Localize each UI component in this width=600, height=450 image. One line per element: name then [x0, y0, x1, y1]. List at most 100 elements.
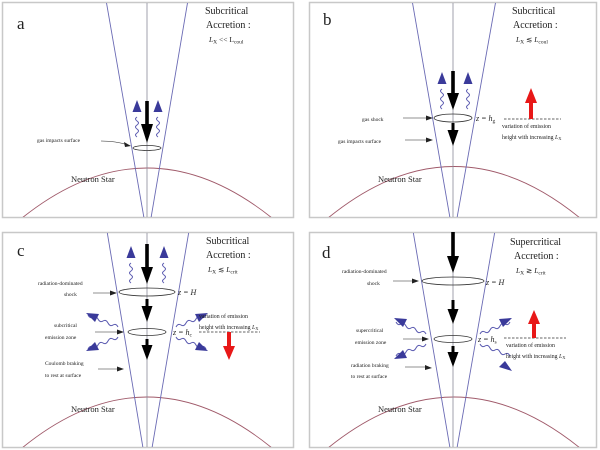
infall-arrow — [141, 101, 153, 143]
neutron-star-surface — [328, 396, 580, 447]
label-shock-line2: shock — [367, 281, 380, 287]
variation-arrow-down — [223, 332, 235, 360]
panel-d: d Supercritical Accretion : LX ≳ Lcrit r… — [308, 231, 598, 449]
emission-height-label: z = hs — [477, 335, 497, 346]
photon-side-lower-right — [479, 343, 512, 371]
pointer-arrow — [393, 278, 419, 284]
infall-arrow-top — [447, 232, 459, 273]
label-gas-shock: gas shock — [362, 117, 384, 123]
label-zone-line2: emission zone — [355, 340, 387, 346]
photon-side-upper-right — [479, 318, 512, 335]
pointer-arrow — [405, 365, 432, 370]
neutron-star-label: Neutron Star — [71, 174, 115, 184]
variation-label-line2: height with increasing LX — [506, 354, 566, 360]
panel-b: b Subcritical Accretion : LX ≲ Lcoul gas… — [308, 1, 598, 219]
label-shock-line1: radiation-dominated — [342, 269, 387, 275]
column-right-edge — [456, 233, 496, 447]
pointer-arrow — [405, 137, 433, 143]
gas-shock-ring — [433, 113, 473, 123]
label-zone-line2: emission zone — [45, 335, 77, 341]
pointer-arrow — [100, 140, 131, 147]
variation-label-line1: variation of emission — [199, 313, 248, 320]
label-brake-line2: to rest at surface — [45, 372, 82, 379]
infall-arrow-top — [141, 244, 153, 284]
label-shock-line2: shock — [64, 292, 77, 298]
pointer-arrow — [95, 329, 124, 335]
column-right-edge — [150, 3, 188, 217]
variation-arrow-up — [528, 310, 540, 338]
panel-title-line2: Accretion : — [206, 20, 251, 31]
panel-title-line1: Subcritical — [205, 6, 249, 17]
photon-left — [132, 100, 142, 138]
panel-letter: d — [322, 243, 331, 262]
variation-label-line1: variation of emission — [506, 342, 555, 349]
shock-height-label: z = H — [485, 278, 506, 287]
photon-right — [463, 72, 473, 110]
label-shock-line1: radiation-dominated — [38, 281, 83, 287]
column-left-edge — [106, 233, 144, 447]
photon-side-upper-left — [86, 313, 119, 328]
photon-side-upper-right — [175, 313, 208, 328]
emission-height-label: z = hc — [172, 328, 193, 339]
photon-left — [437, 72, 447, 110]
column-left-edge — [412, 233, 451, 447]
emission-zone-ring — [127, 328, 167, 336]
photon-right — [153, 100, 163, 138]
photon-side-upper-left — [394, 318, 427, 335]
accretion-condition: LX ≲ Lcoul — [515, 35, 548, 46]
variation-label-line2: height with increasing LX — [199, 325, 259, 331]
label-brake-line2: to rest at surface — [351, 373, 388, 380]
shock-height-label: z = hg — [475, 114, 496, 125]
column-left-edge — [412, 3, 451, 217]
shock-height-label: z = H — [177, 288, 198, 297]
neutron-star-label: Neutron Star — [378, 174, 422, 184]
accretion-condition: LX ≲ Lcrit — [207, 265, 238, 276]
variation-label-line2: height with increasing LX — [502, 135, 562, 141]
photon-side-lower-left — [394, 343, 427, 359]
infall-arrow-lower — [447, 123, 459, 146]
emission-zone-ring — [433, 335, 473, 343]
neutron-star-label: Neutron Star — [71, 404, 115, 414]
panel-letter: b — [323, 10, 332, 29]
panel-letter: c — [17, 241, 25, 260]
panel-a: a Subcritical Accretion : LX << Lcoul ga… — [1, 1, 295, 219]
label-zone-line1: subcritical — [54, 323, 77, 329]
infall-arrow-bottom — [447, 346, 459, 367]
infall-arrow-middle — [447, 300, 459, 324]
panel-title-line1: Supercritical — [510, 237, 561, 248]
pointer-arrow — [93, 290, 117, 296]
impact-spot — [132, 145, 162, 151]
shock-ring — [118, 287, 176, 297]
column-right-edge — [456, 3, 496, 217]
label-gas-impacts-surface: gas impacts surface — [338, 138, 382, 145]
infall-arrow-middle — [141, 299, 153, 322]
photon-up-right — [159, 246, 169, 284]
panel-title-line2: Accretion : — [206, 250, 251, 261]
photon-side-lower-left — [86, 336, 119, 351]
label-brake-line1: Coulomb braking — [45, 361, 84, 367]
infall-arrow-upper — [447, 71, 459, 110]
accretion-condition: LX << Lcoul — [208, 35, 244, 46]
label-brake-line1: radiation braking — [351, 363, 389, 369]
neutron-star-surface — [328, 166, 580, 217]
panel-c: c Subcritical Accretion : LX ≲ Lcrit rad… — [1, 231, 295, 449]
photon-side-lower-right — [175, 336, 208, 351]
variation-label-line1: variation of emission — [502, 123, 551, 130]
pointer-arrow — [403, 115, 433, 121]
column-left-edge — [106, 3, 145, 217]
accretion-condition: LX ≳ Lcrit — [515, 266, 546, 277]
neutron-star-label: Neutron Star — [378, 404, 422, 414]
pointer-arrow — [98, 366, 124, 372]
pointer-arrow — [403, 336, 429, 342]
photon-up-left — [126, 246, 136, 284]
variation-arrow-up — [525, 88, 537, 119]
shock-ring — [421, 276, 485, 286]
panel-title-line1: Subcritical — [512, 6, 556, 17]
infall-arrow-bottom — [141, 339, 153, 360]
column-right-edge — [151, 233, 190, 447]
panel-letter: a — [17, 14, 25, 33]
panel-title-line2: Accretion : — [513, 20, 558, 31]
label-zone-line1: supercritical — [356, 328, 384, 334]
label-gas-impacts-surface: gas impacts surface — [37, 137, 81, 144]
